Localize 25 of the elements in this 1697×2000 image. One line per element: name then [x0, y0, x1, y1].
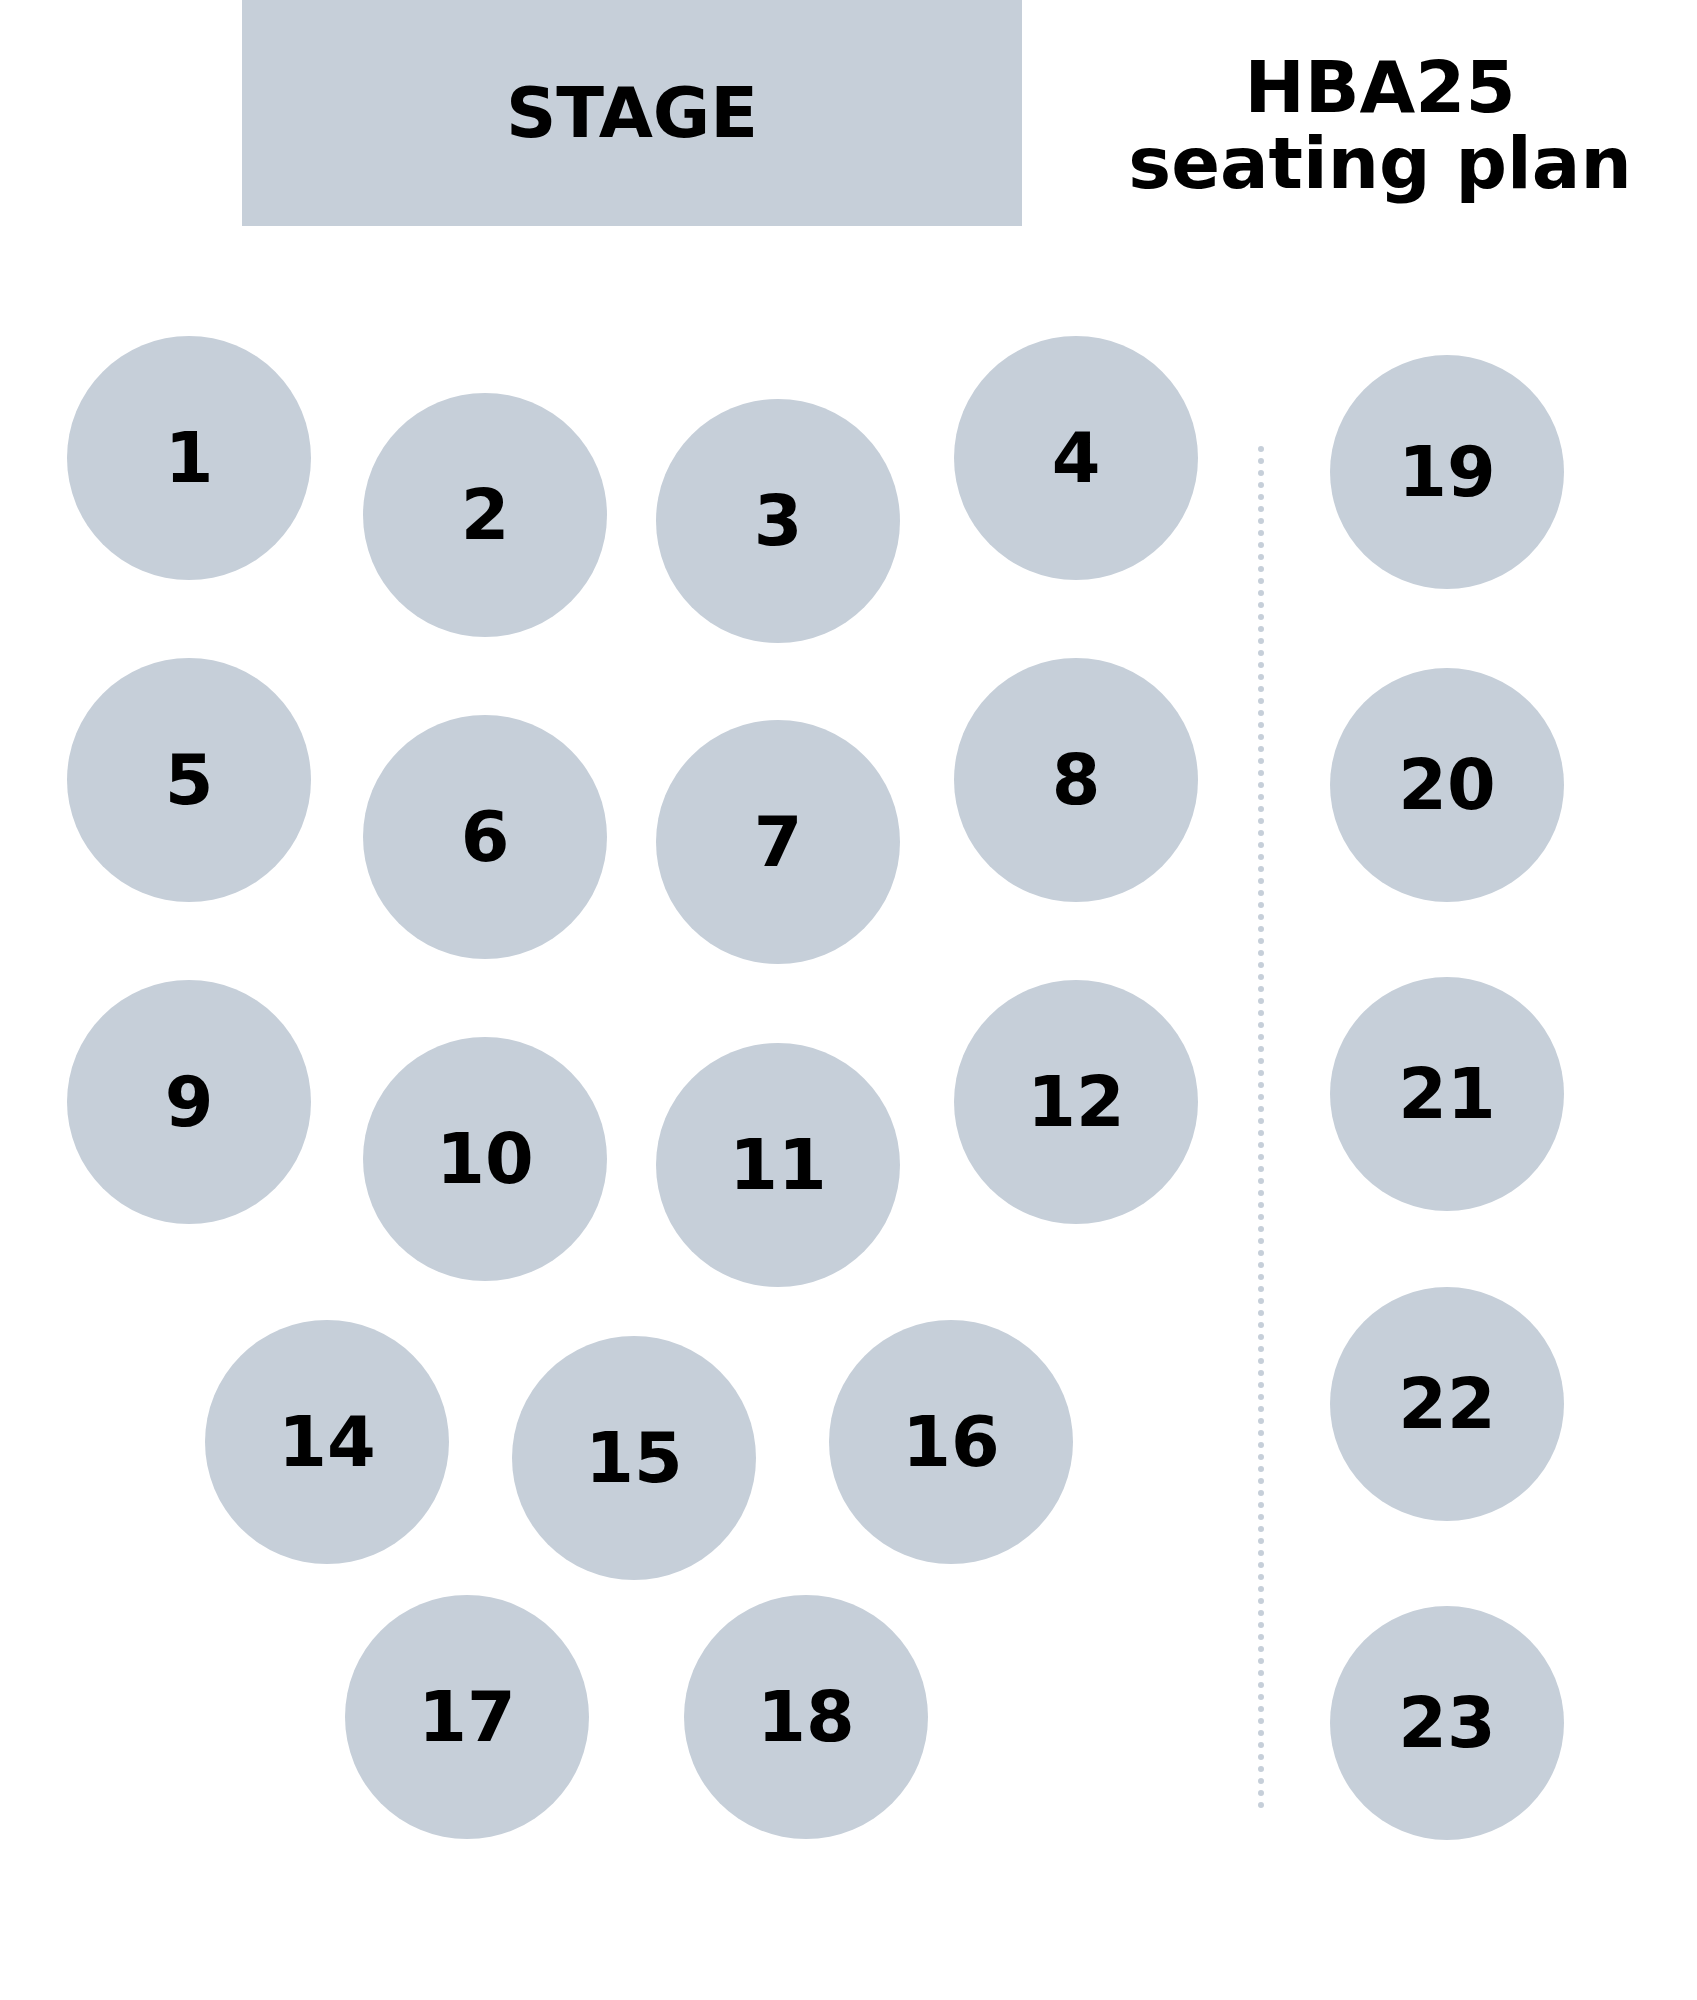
table-number: 9 [164, 1061, 214, 1143]
table-number: 14 [278, 1401, 376, 1483]
table-number: 23 [1398, 1682, 1496, 1764]
table-number: 21 [1398, 1053, 1496, 1135]
table-number: 8 [1051, 739, 1101, 821]
table-number: 7 [753, 801, 803, 883]
table-number: 5 [164, 739, 214, 821]
table-number: 16 [902, 1401, 1000, 1483]
table-number: 6 [460, 796, 510, 878]
table-number: 18 [757, 1676, 855, 1758]
table-number: 17 [418, 1676, 516, 1758]
table-number: 11 [729, 1124, 827, 1206]
table-number: 19 [1398, 431, 1496, 513]
table-number: 15 [585, 1417, 683, 1499]
stage-block [242, 0, 1022, 226]
table-number: 20 [1398, 744, 1496, 826]
table-number: 10 [436, 1118, 534, 1200]
table-number: 1 [164, 417, 214, 499]
table-number: 3 [753, 480, 803, 562]
table-number: 2 [460, 474, 510, 556]
title: HBA25 seating plan [1127, 50, 1633, 202]
table-number: 22 [1398, 1363, 1496, 1445]
table-number: 12 [1027, 1061, 1125, 1143]
table-number: 4 [1051, 417, 1101, 499]
stage-label: STAGE [505, 72, 759, 154]
